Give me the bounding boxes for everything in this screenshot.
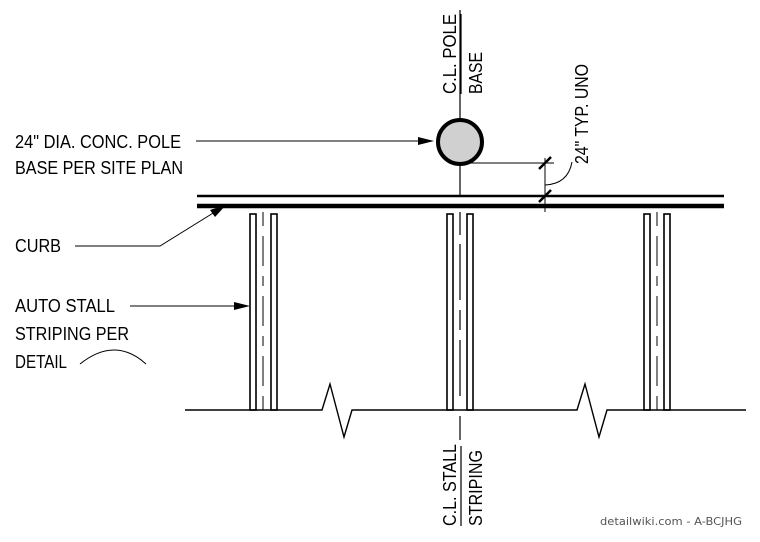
watermark: detailwiki.com - A-BCJHG — [600, 515, 742, 528]
curb-lines — [197, 194, 724, 209]
curb-label: CURB — [15, 236, 61, 256]
pole-base-label-line1: 24" DIA. CONC. POLE — [15, 132, 181, 152]
striping-label-line2: STRIPING PER — [15, 324, 129, 344]
leader-striping — [130, 302, 250, 310]
break-line — [185, 381, 746, 440]
leader-curb — [75, 205, 226, 247]
pole-cl-label-line1: C.L. POLE — [440, 14, 460, 94]
stall-striping-left — [249, 212, 278, 411]
stall-striping-right — [643, 212, 671, 411]
striping-label-line1: AUTO STALL — [15, 296, 115, 316]
striping-label-line3: DETAIL — [15, 352, 67, 372]
stall-cl-label-line1: C.L. STALL — [440, 444, 460, 526]
pole-cl-label-line2: BASE — [466, 52, 486, 94]
dimension-24in — [470, 156, 573, 212]
detail-callout-arc — [79, 349, 147, 365]
dimension-label: 24" TYP. UNO — [572, 64, 592, 164]
pole-base-label-line2: BASE PER SITE PLAN — [15, 158, 183, 178]
leader-pole-base — [196, 137, 434, 145]
stall-cl-label-line2: STRIPING — [466, 450, 486, 526]
pole-base-circle — [436, 118, 484, 166]
